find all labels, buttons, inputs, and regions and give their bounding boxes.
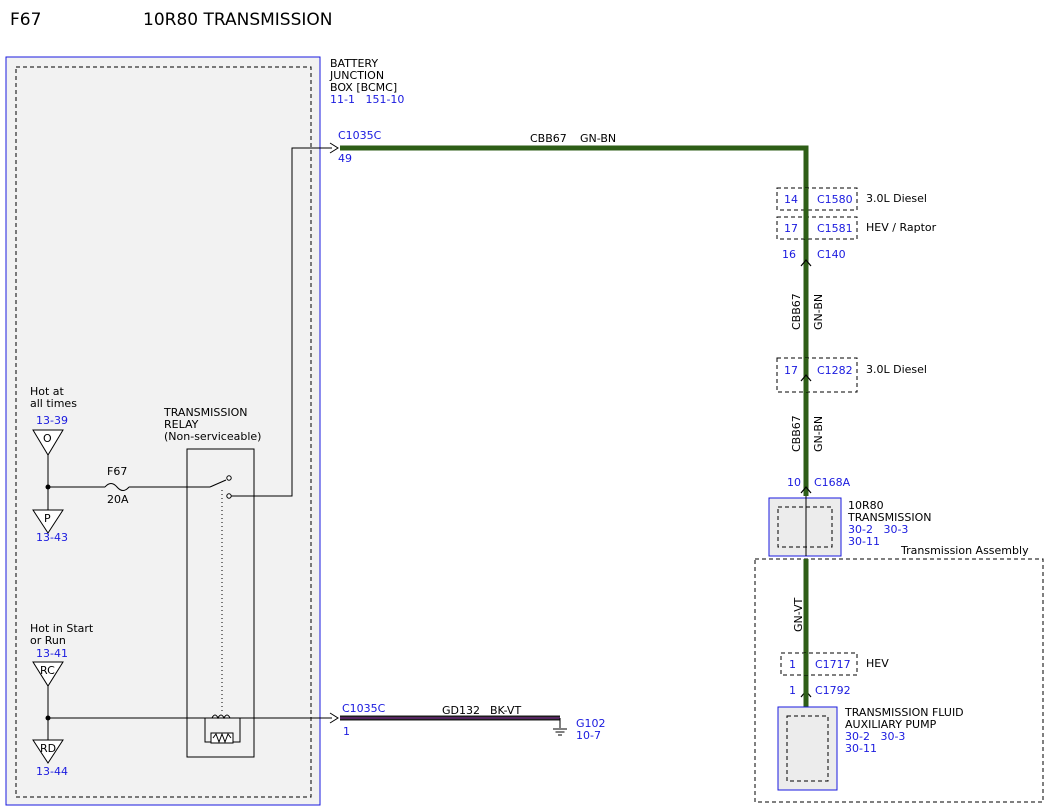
relay-label-line1: TRANSMISSION — [163, 406, 247, 419]
pump-label-line2: AUXILIARY PUMP — [845, 718, 937, 731]
assembly-title: Transmission Assembly — [900, 544, 1029, 557]
aux-pump-inner — [786, 715, 829, 782]
top-connector-name: C1035C — [338, 129, 382, 142]
ground-connector-pin: 1 — [343, 725, 350, 738]
bus-rc-triangle — [32, 661, 64, 687]
fuse-icon — [104, 483, 130, 491]
bus-o-label: O — [43, 432, 52, 445]
chevron-c168a-icon — [800, 486, 812, 494]
hot-at-all-times-line1: Hot at — [30, 385, 65, 398]
ref-13-39: 13-39 — [36, 414, 68, 427]
ground-ref: 10-7 — [576, 729, 601, 742]
c1717-name: C1717 — [815, 658, 851, 671]
relay-box — [186, 448, 255, 758]
relay-label-line2: RELAY — [164, 418, 199, 431]
c1581-name: C1581 — [817, 222, 853, 235]
bjb-label-line3: BOX [BCMC] — [330, 81, 397, 94]
connector-arrow-c1035c-bottom-icon — [329, 712, 339, 724]
relay-contact-nc — [226, 475, 232, 481]
ref-13-41: 13-41 — [36, 647, 68, 660]
bus-p-label: P — [44, 512, 51, 525]
chevron-c140-icon — [800, 259, 812, 267]
transmission-module — [768, 497, 842, 557]
c168a-pin: 10 — [787, 476, 801, 489]
top-circuit-number: CBB67 — [530, 132, 567, 145]
ground-connector-name: C1035C — [342, 702, 386, 715]
bus-rc-label: RC — [40, 664, 55, 677]
resistor-icon — [212, 732, 232, 744]
c140-name: C140 — [817, 248, 846, 261]
transmission-refs-line1: 30-2 30-3 — [848, 523, 908, 536]
connector-arrow-c1035c-top-icon — [329, 142, 339, 154]
ref-13-44: 13-44 — [36, 765, 68, 778]
fuse-name: F67 — [107, 465, 127, 478]
c1792-pin: 1 — [789, 684, 796, 697]
assembly-wire-color: GN-VT — [792, 597, 805, 632]
connector-box-c1717 — [780, 652, 858, 676]
c1717-note: HEV — [866, 657, 889, 670]
pump-refs-line1: 30-2 30-3 — [845, 730, 905, 743]
bus-rd-triangle — [32, 739, 64, 764]
pump-refs-line2: 30-11 — [845, 742, 877, 755]
c1581-pin: 17 — [784, 222, 798, 235]
bjb-inner-outline — [15, 66, 312, 798]
c1580-pin: 14 — [784, 193, 798, 206]
relay-coil-icon — [211, 714, 231, 720]
c1581-note: HEV / Raptor — [866, 221, 937, 234]
c168a-name: C168A — [814, 476, 851, 489]
ref-13-43: 13-43 — [36, 531, 68, 544]
ground-icon — [553, 728, 567, 736]
connector-box-c1581 — [776, 216, 858, 240]
c1717-pin: 1 — [789, 658, 796, 671]
aux-pump — [777, 706, 838, 791]
transmission-module-inner — [777, 506, 833, 548]
relay-contact-no — [226, 493, 232, 499]
transmission-label-line1: 10R80 — [848, 499, 884, 512]
top-circuit-color: GN-BN — [580, 132, 616, 145]
c1792-name: C1792 — [815, 684, 851, 697]
transmission-refs-line2: 30-11 — [848, 535, 880, 548]
page-title: 10R80 TRANSMISSION — [143, 10, 333, 30]
bjb-refs: 11-1 151-10 — [330, 93, 404, 106]
c1282-name: C1282 — [817, 364, 853, 377]
hot-start-run-line2: or Run — [30, 634, 66, 647]
hot-start-run-line1: Hot in Start — [30, 622, 94, 635]
bus-rd-label: RD — [40, 742, 56, 755]
bus-p-triangle — [32, 509, 64, 534]
transmission-assembly-outline — [754, 558, 1044, 803]
ground-circuit-number: GD132 — [442, 704, 480, 717]
ground-circuit-color: BK-VT — [490, 704, 521, 717]
bus-o-triangle — [32, 429, 64, 456]
relay-label-line3: (Non-serviceable) — [164, 430, 261, 443]
c1580-note: 3.0L Diesel — [866, 192, 927, 205]
transmission-label-line2: TRANSMISSION — [847, 511, 931, 524]
bjb-label-line2: JUNCTION — [329, 69, 384, 82]
connector-box-c1282 — [776, 357, 858, 393]
bjb-label-line1: BATTERY — [330, 57, 378, 70]
relay-switch-blade — [209, 479, 227, 488]
wire-relay-to-c1035c — [231, 147, 332, 497]
c140-pin: 16 — [782, 248, 796, 261]
ground-id: G102 — [576, 717, 606, 730]
top-connector-pin: 49 — [338, 152, 352, 165]
c1282-pin: 17 — [784, 364, 798, 377]
vertical-circuit-2: CBB67 — [790, 415, 803, 452]
page-id: F67 — [10, 10, 41, 30]
wire-cbb67-gn-bn — [340, 145, 809, 496]
pump-label-line1: TRANSMISSION FLUID — [844, 706, 964, 719]
fuse-rating: 20A — [107, 493, 129, 506]
hot-at-all-times-line2: all times — [30, 397, 77, 410]
vertical-circuit-1: CBB67 — [790, 293, 803, 330]
vertical-color-1: GN-BN — [812, 294, 825, 330]
c1580-name: C1580 — [817, 193, 853, 206]
c1282-note: 3.0L Diesel — [866, 363, 927, 376]
vertical-color-2: GN-BN — [812, 416, 825, 452]
connector-box-c1580 — [776, 187, 858, 211]
chevron-c1282-icon — [800, 374, 812, 382]
